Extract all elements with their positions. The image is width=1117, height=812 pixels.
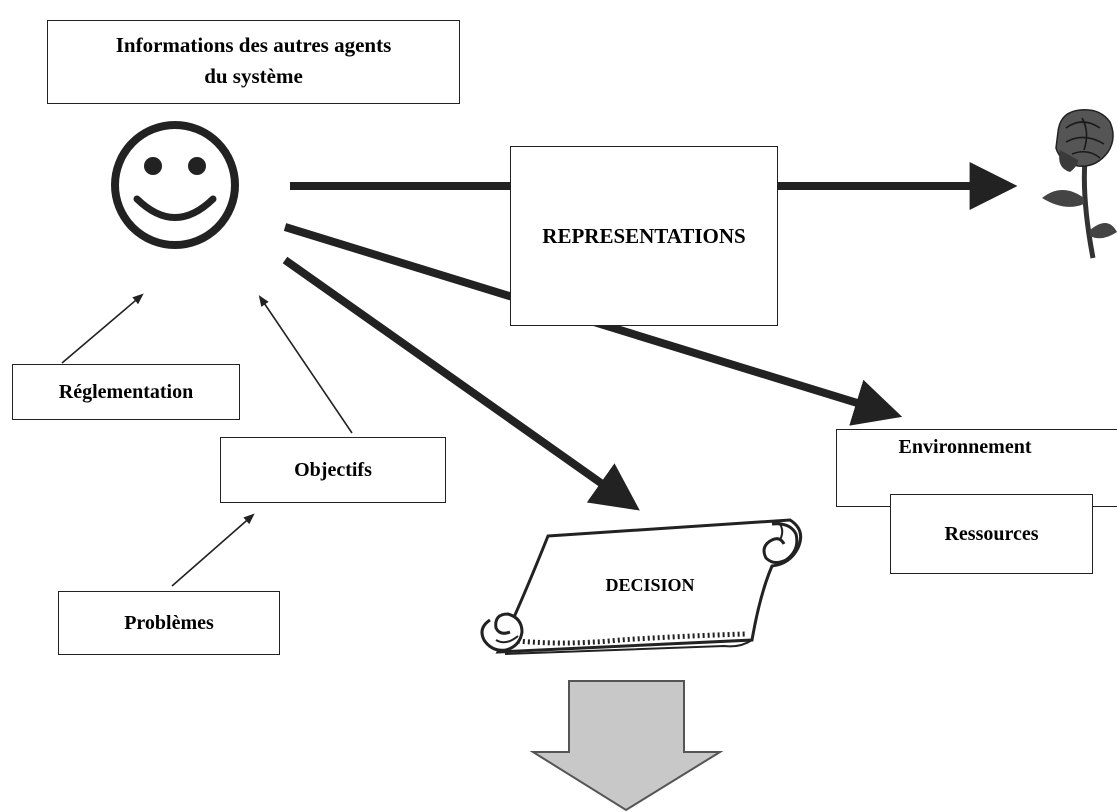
problemes-label: Problèmes	[124, 611, 214, 634]
arrow-reglementation-to-agent	[61, 293, 144, 364]
objectifs-label: Objectifs	[294, 458, 372, 481]
down-arrow-icon	[529, 680, 724, 812]
arrow-agent-to-decision	[282, 256, 640, 511]
rose-icon	[1042, 109, 1117, 259]
informations-label-line1: Informations des autres agents	[115, 33, 392, 57]
informations-label-line2: du système	[204, 64, 303, 88]
ressources-box: Ressources	[890, 494, 1093, 574]
objectifs-box: Objectifs	[220, 437, 446, 503]
arrow-objectifs-to-agent	[258, 295, 353, 434]
representations-box: REPRESENTATIONS	[510, 146, 778, 326]
environnement-label: Environnement	[898, 436, 1032, 458]
problemes-box: Problèmes	[58, 591, 280, 655]
arrow-problemes-to-objectifs	[171, 513, 255, 587]
informations-box	[47, 20, 460, 104]
decision-label: DECISION	[605, 575, 695, 595]
smiley-face-icon	[111, 121, 239, 249]
informations-label: Informations des autres agents du systèm…	[47, 30, 460, 92]
reglementation-label: Réglementation	[58, 380, 194, 403]
reglementation-box: Réglementation	[12, 364, 240, 420]
scroll-icon	[480, 518, 803, 655]
ressources-label: Ressources	[944, 522, 1039, 545]
representations-label: REPRESENTATIONS	[542, 223, 746, 248]
